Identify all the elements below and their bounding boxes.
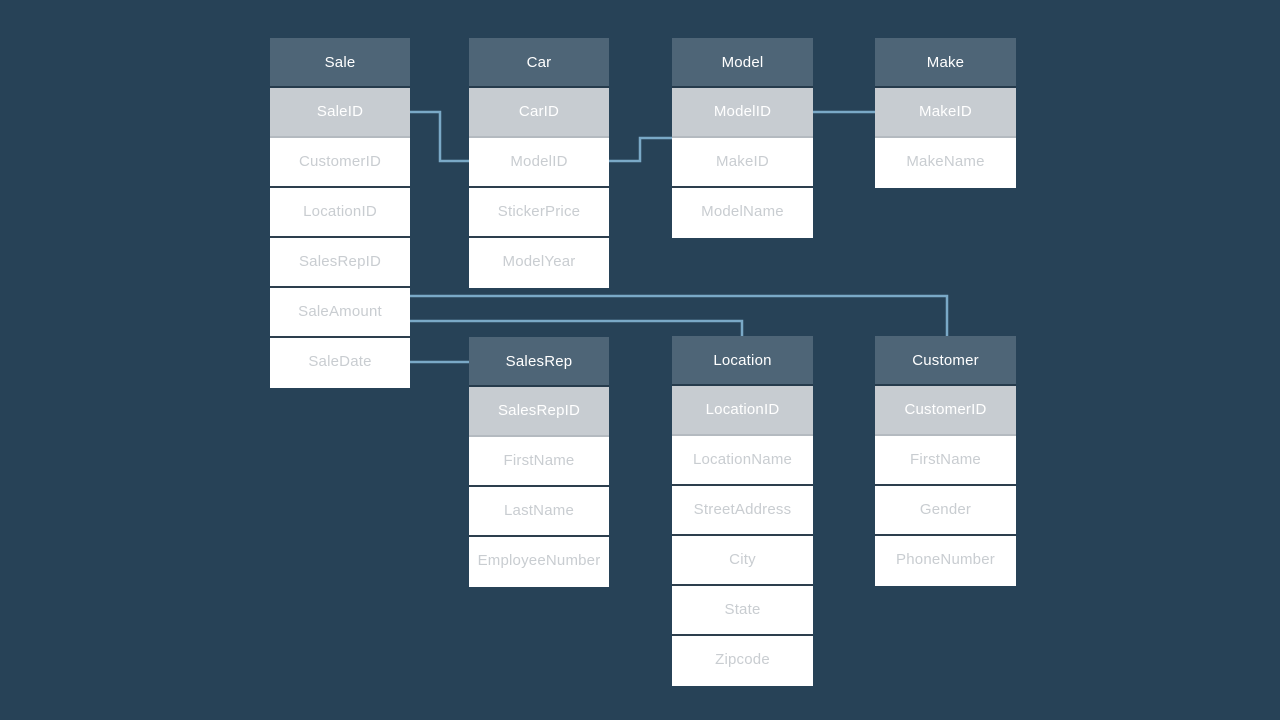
field-modelid[interactable]: ModelID [469,138,609,188]
field-makename[interactable]: MakeName [875,138,1016,188]
field-gender[interactable]: Gender [875,486,1016,536]
field-employeenumber[interactable]: EmployeeNumber [469,537,609,587]
primary-key-field-customerid[interactable]: CustomerID [875,386,1016,436]
field-lastname[interactable]: LastName [469,487,609,537]
field-city[interactable]: City [672,536,813,586]
field-makeid[interactable]: MakeID [672,138,813,188]
field-firstname[interactable]: FirstName [469,437,609,487]
field-salesrepid[interactable]: SalesRepID [270,238,410,288]
entity-title-car: Car [469,38,609,88]
field-phonenumber[interactable]: PhoneNumber [875,536,1016,586]
relationship-line-car-modelid-to-model-modelid [609,136,672,163]
entity-title-salesrep: SalesRep [469,337,609,387]
relationship-line-sale-saleid-to-car-modelid [410,110,469,163]
relationship-line-sale-customerid-to-customer [410,294,949,337]
primary-key-field-carid[interactable]: CarID [469,88,609,138]
field-streetaddress[interactable]: StreetAddress [672,486,813,536]
entity-title-model: Model [672,38,813,88]
primary-key-field-locationid[interactable]: LocationID [672,386,813,436]
primary-key-field-makeid[interactable]: MakeID [875,88,1016,138]
relationship-line-sale-locationid-to-location [410,319,744,337]
field-stickerprice[interactable]: StickerPrice [469,188,609,238]
field-modelname[interactable]: ModelName [672,188,813,238]
field-modelyear[interactable]: ModelYear [469,238,609,288]
field-customerid[interactable]: CustomerID [270,138,410,188]
primary-key-field-saleid[interactable]: SaleID [270,88,410,138]
primary-key-field-salesrepid[interactable]: SalesRepID [469,387,609,437]
field-zipcode[interactable]: Zipcode [672,636,813,686]
entity-title-customer: Customer [875,336,1016,386]
entity-title-make: Make [875,38,1016,88]
field-locationid[interactable]: LocationID [270,188,410,238]
entity-title-location: Location [672,336,813,386]
entity-title-sale: Sale [270,38,410,88]
field-saleamount[interactable]: SaleAmount [270,288,410,338]
primary-key-field-modelid[interactable]: ModelID [672,88,813,138]
field-firstname[interactable]: FirstName [875,436,1016,486]
field-locationname[interactable]: LocationName [672,436,813,486]
field-state[interactable]: State [672,586,813,636]
field-saledate[interactable]: SaleDate [270,338,410,388]
